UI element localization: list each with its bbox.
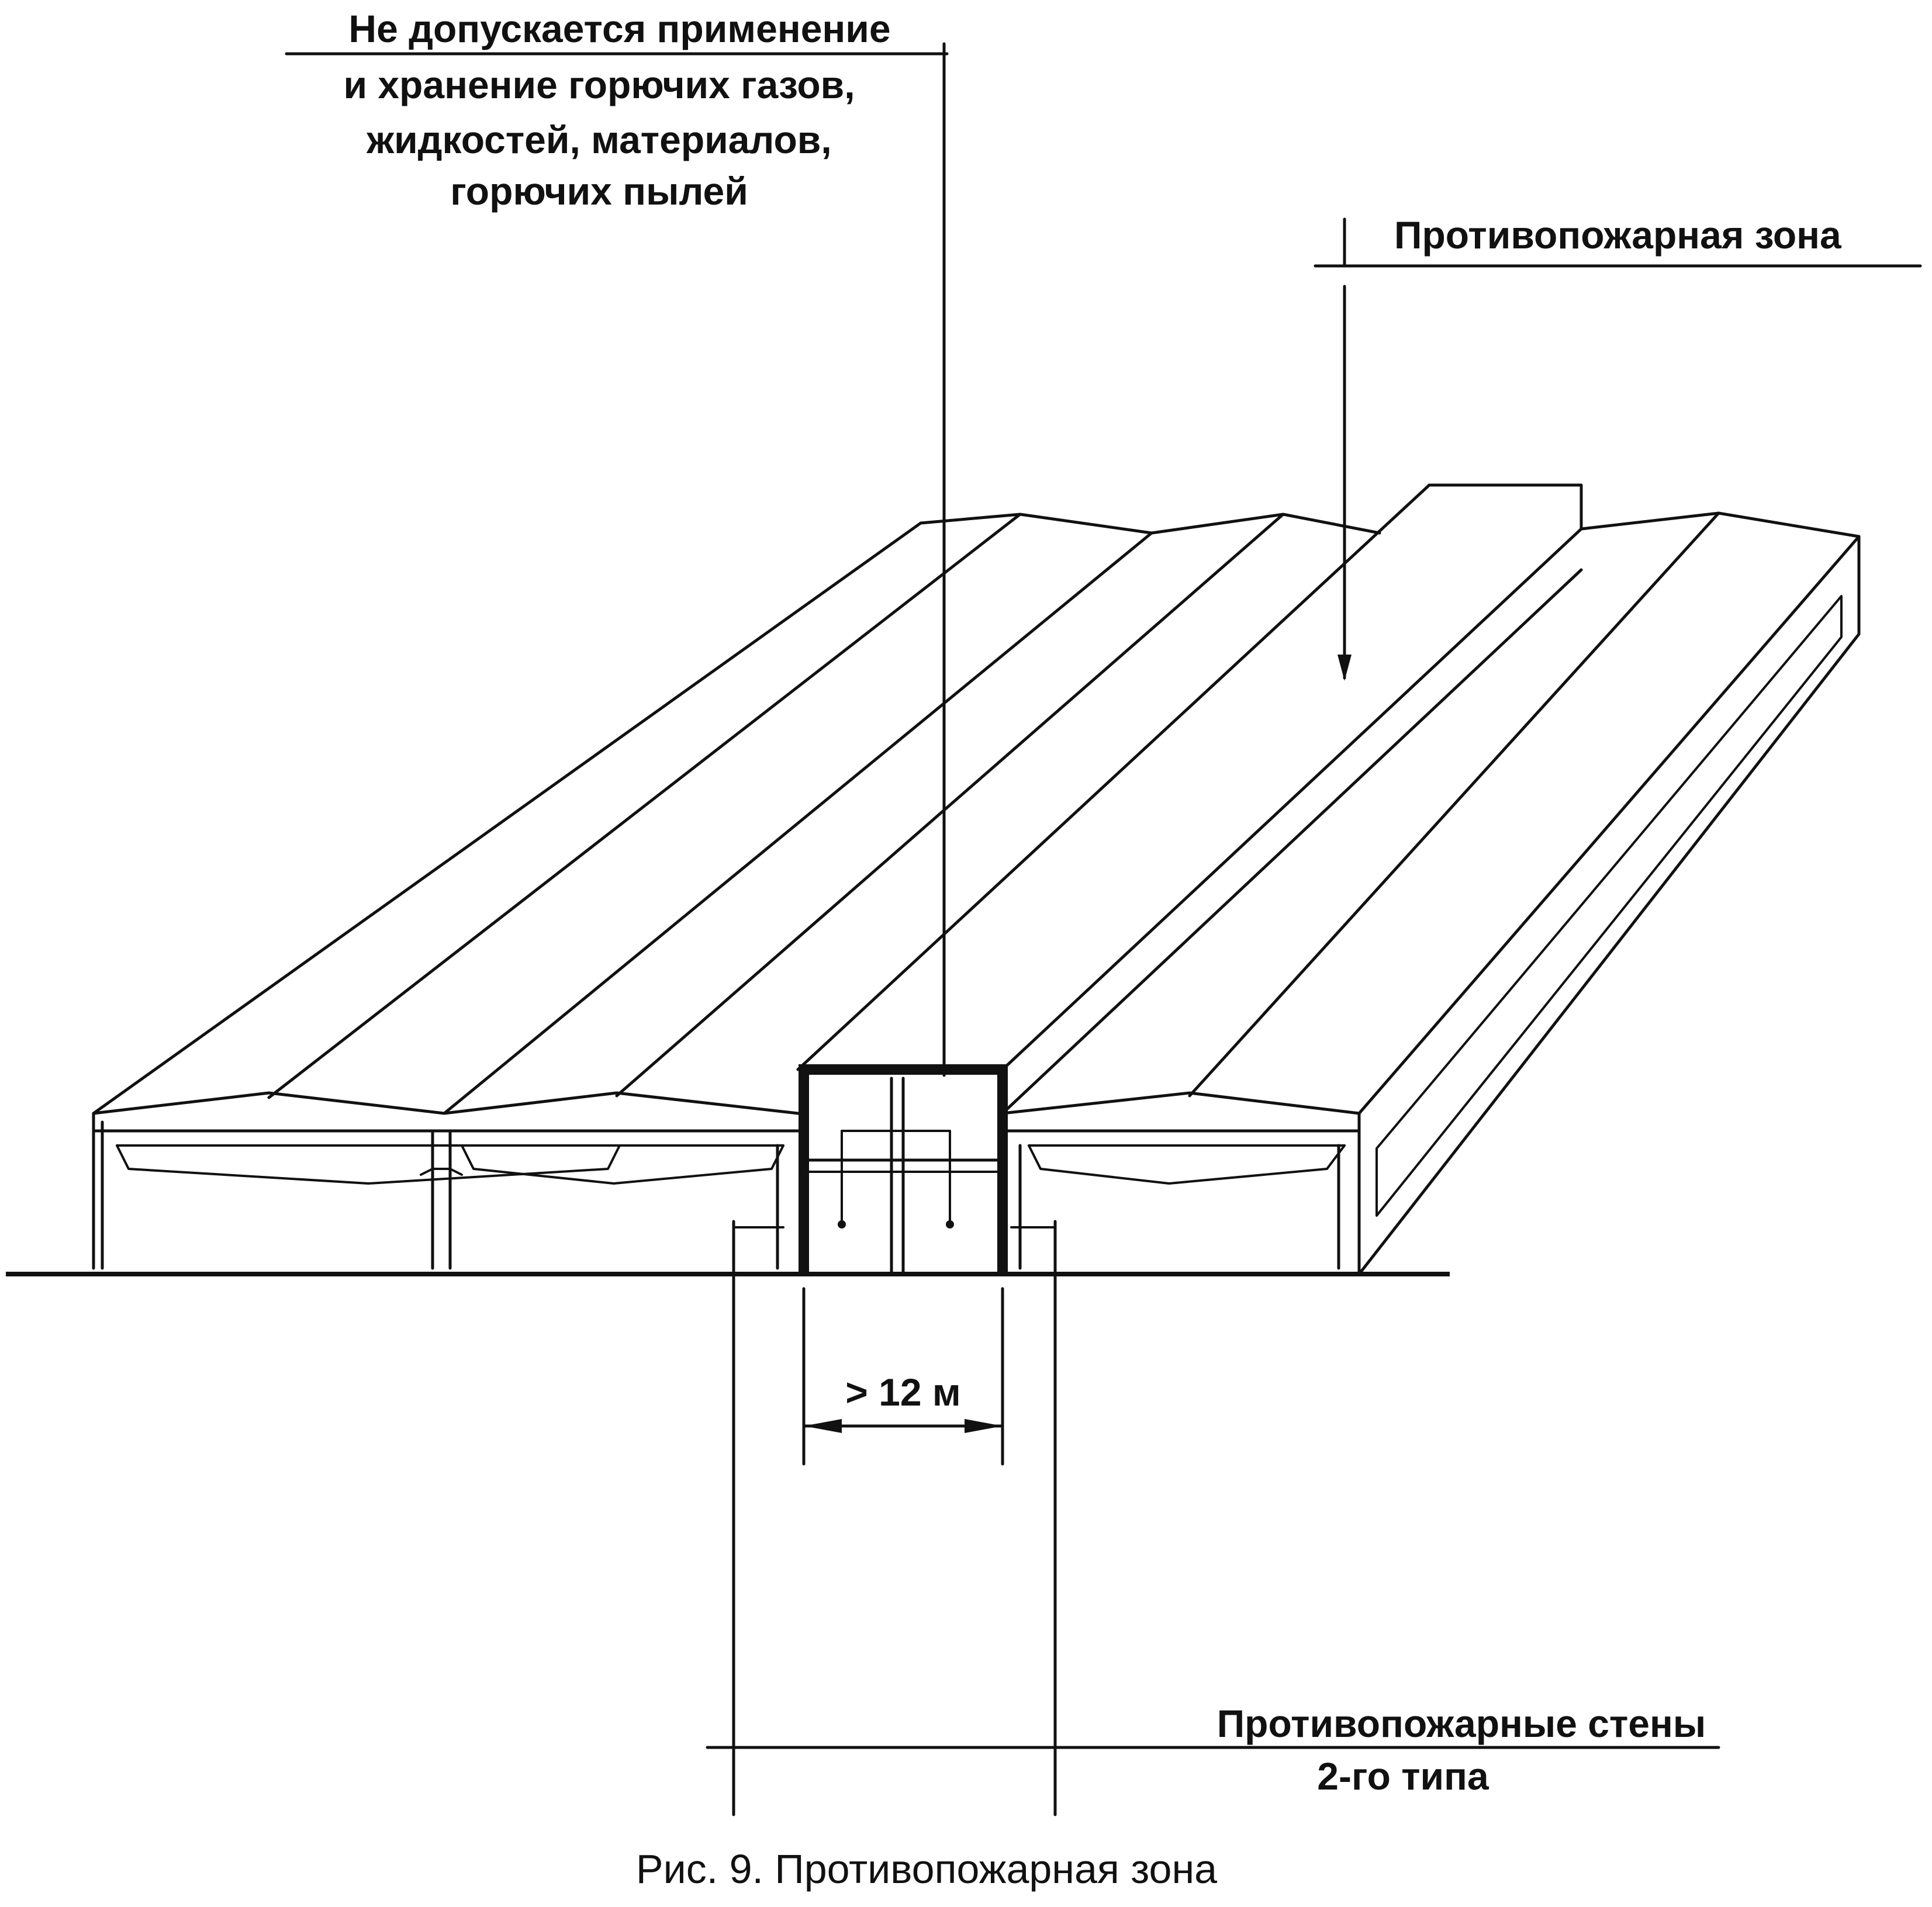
note-line-2: и хранение горючих газов, [343, 63, 855, 106]
dim-arrow-right [965, 1419, 1003, 1433]
roof-far-ridge-right [1580, 511, 1861, 538]
note-line-3: жидкостей, материалов, [366, 118, 831, 161]
dim-arrow-left [804, 1419, 842, 1433]
note-no-flammables: Не допускается применение и хранение гор… [285, 7, 949, 1077]
truss-3 [1028, 1144, 1346, 1185]
facade-panel [1375, 595, 1843, 1217]
roof-far-ridge [919, 513, 1381, 535]
note-line-1: Не допускается применение [348, 7, 890, 50]
fire-zone-text: Противопожарная зона [1394, 213, 1842, 257]
roof-left-edge [92, 521, 922, 1115]
truss-2 [461, 1144, 784, 1185]
right-building-section [1001, 1129, 1361, 1270]
fire-walls-label: Противопожарные стены 2-го типа [1217, 1702, 1706, 1798]
roof-right-side-bottom [1357, 535, 1861, 1276]
firezone-right-top-edge [1001, 527, 1583, 1071]
roof-valley-1 [443, 531, 1153, 1115]
truss-1 [116, 1144, 621, 1185]
dim-label: > 12 м [845, 1370, 960, 1414]
building-roofs [92, 483, 1861, 1276]
walls-line-1: Противопожарные стены [1217, 1702, 1706, 1745]
figure-caption: Рис. 9. Противопожарная зона [636, 1846, 1217, 1892]
roof-ridge-2 [615, 513, 1285, 1098]
fire-wall-block [799, 1064, 1008, 1276]
fire-zone-label: Противопожарная зона [1314, 213, 1922, 681]
fire-zone-arrowhead [1337, 655, 1352, 681]
walls-line-2: 2-го типа [1317, 1754, 1489, 1798]
firezone-left-top-edge [796, 483, 1431, 1071]
firezone-top [1428, 483, 1583, 531]
fire-wall-node-1 [838, 1220, 846, 1228]
fire-wall-leaders [706, 1220, 1720, 1816]
note-line-4: горючих пылей [450, 169, 748, 213]
roof-ridge-1 [267, 513, 1022, 1099]
firezone-right-wall-edge [1001, 568, 1583, 1115]
eaves-left [92, 1091, 800, 1115]
eaves-right [1001, 1091, 1361, 1115]
roof-right-edge [1357, 535, 1861, 1115]
roof-ridge-3 [1188, 511, 1720, 1098]
fire-wall-node-2 [946, 1220, 954, 1228]
left-building-section [92, 1112, 800, 1270]
column-1-cap [420, 1168, 463, 1176]
fire-wall-frame [841, 1130, 951, 1226]
front-eaves [92, 1091, 1361, 1115]
dimension-12m: > 12 м [802, 1287, 1004, 1466]
